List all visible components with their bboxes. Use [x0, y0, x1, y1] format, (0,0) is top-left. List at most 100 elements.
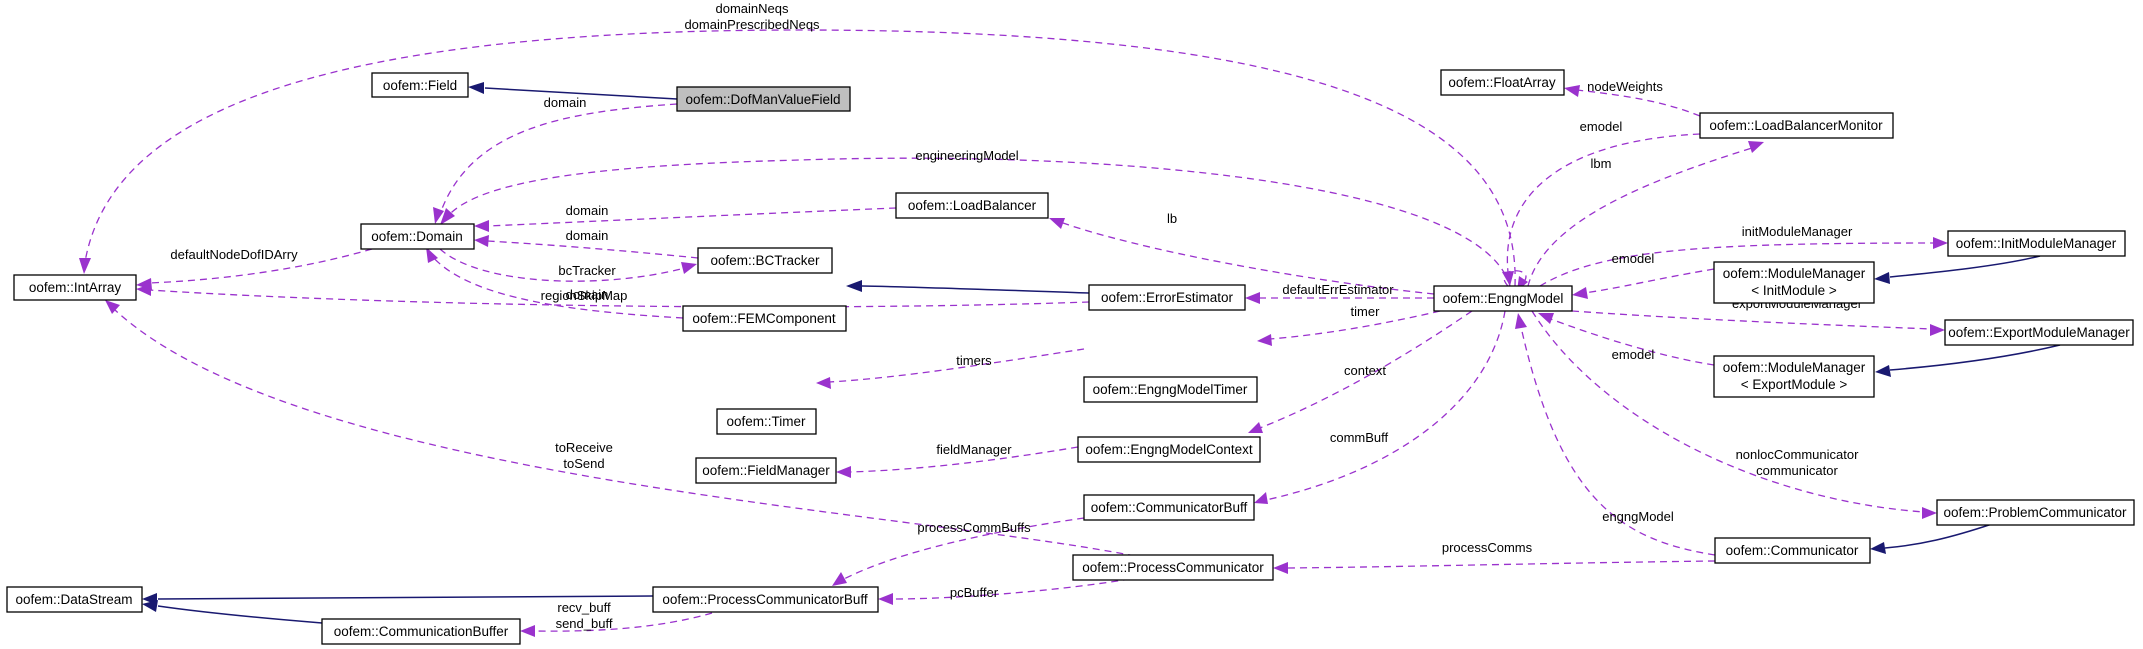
label-domainprescribedneqs: domainPrescribedNeqs — [684, 17, 820, 32]
node-femcomponent[interactable]: oofem::FEMComponent — [682, 305, 847, 332]
node-datastream[interactable]: oofem::DataStream — [6, 586, 143, 613]
label-nodeweights: nodeWeights — [1587, 79, 1663, 94]
label-engineeringmodel: engineeringModel — [915, 148, 1018, 163]
node-label: oofem::FieldManager — [702, 463, 830, 478]
label-send-buff: send_buff — [556, 616, 613, 631]
label-domainneqs: domainNeqs — [716, 1, 789, 16]
arrowhead — [426, 247, 438, 263]
arrowhead — [836, 466, 851, 478]
node-timer[interactable]: oofem::Timer — [716, 408, 817, 435]
node-errorestimator[interactable]: oofem::ErrorEstimator — [1088, 284, 1246, 311]
node-modulemanager-initmodule[interactable]: oofem::ModuleManager < InitModule > — [1713, 261, 1875, 304]
arrowhead — [105, 300, 120, 314]
arrowhead — [846, 280, 862, 292]
arrowhead — [1748, 141, 1764, 153]
edge-communicatorbuff-processcommbuff — [841, 517, 1085, 581]
arrowhead — [878, 593, 893, 605]
edge-domain-bctracker — [439, 248, 686, 282]
label-lb: lb — [1167, 211, 1177, 226]
node-label: oofem::InitModuleManager — [1956, 236, 2117, 251]
node-fieldmanager[interactable]: oofem::FieldManager — [695, 457, 837, 484]
edge-problemcommunicator-communicator — [1884, 523, 1993, 549]
node-label: oofem::ErrorEstimator — [1101, 290, 1234, 305]
label-timer: timer — [1351, 304, 1381, 319]
label-emodel-lbm: emodel — [1580, 119, 1623, 134]
edge-domain-intarray — [148, 248, 373, 284]
node-floatarray[interactable]: oofem::FloatArray — [1440, 69, 1565, 96]
node-dofmanvaluefield[interactable]: oofem::DofManValueField — [676, 86, 851, 112]
node-modulemanager-exportmodule[interactable]: oofem::ModuleManager < ExportModule > — [1713, 355, 1875, 398]
arrowhead — [1874, 272, 1890, 284]
node-field[interactable]: oofem::Field — [371, 72, 469, 98]
node-exportmodulemanager[interactable]: oofem::ExportModuleManager — [1944, 319, 2134, 346]
label-domain-fem: domain — [566, 287, 609, 302]
edge-engngmodel-intarray-neqs — [84, 29, 1516, 287]
edge-processcommunicator-processcommbuff — [892, 578, 1131, 600]
edge-lbm-floatarray — [1576, 89, 1701, 117]
arrowhead — [520, 625, 535, 637]
node-communicationbuffer[interactable]: oofem::CommunicationBuffer — [321, 618, 521, 645]
arrowhead — [79, 258, 91, 274]
edges — [79, 29, 2061, 637]
node-intarray[interactable]: oofem::IntArray — [13, 274, 137, 301]
node-label: oofem::CommunicationBuffer — [334, 624, 509, 639]
node-bctracker[interactable]: oofem::BCTracker — [697, 247, 833, 274]
label-toreceive: toReceive — [555, 440, 613, 455]
edge-communicator-processcommunicator — [1285, 560, 1716, 569]
node-label: oofem::DataStream — [15, 592, 132, 607]
label-nonloccommunicator: nonlocCommunicator — [1736, 447, 1860, 462]
arrowhead — [1933, 237, 1948, 249]
edge-engngmodel-communicatorbuff — [1265, 310, 1506, 501]
edge-engngmodelcontext-fieldmanager — [848, 446, 1079, 473]
node-label: oofem::BCTracker — [710, 253, 820, 268]
arrowhead — [1049, 218, 1065, 229]
node-label: oofem::ModuleManager — [1723, 360, 1866, 375]
node-label: oofem::ProblemCommunicator — [1943, 505, 2127, 520]
node-communicator[interactable]: oofem::Communicator — [1714, 537, 1871, 564]
arrowhead — [1930, 324, 1945, 336]
edge-engngmodel-exportmodulemanager — [1571, 310, 1933, 330]
edge-bctracker-domain — [486, 240, 699, 259]
edge-dofmanvaluefield-domain — [439, 103, 678, 215]
arrowhead — [136, 284, 151, 296]
label-regionskipmap: regionSkipMap — [541, 288, 628, 303]
arrowhead — [1564, 85, 1580, 97]
node-label: oofem::IntArray — [29, 280, 122, 295]
node-label: oofem::DofManValueField — [685, 92, 840, 107]
node-communicatorbuff[interactable]: oofem::CommunicatorBuff — [1083, 494, 1255, 521]
label-fieldmanager: fieldManager — [936, 442, 1012, 457]
node-loadbalancer[interactable]: oofem::LoadBalancer — [895, 192, 1049, 219]
arrowhead — [1245, 292, 1260, 304]
node-initmodulemanager[interactable]: oofem::InitModuleManager — [1947, 230, 2126, 257]
arrowhead — [142, 600, 158, 612]
label-processcommbuffs: processCommBuffs — [917, 520, 1031, 535]
node-engngmodeltimer[interactable]: oofem::EngngModelTimer — [1083, 376, 1258, 403]
node-engngmodelcontext[interactable]: oofem::EngngModelContext — [1077, 436, 1261, 463]
edge-labels: domain domainNeqs domainPrescribedNeqs e… — [170, 1, 1862, 631]
edge-engngmodel-domain — [447, 157, 1511, 287]
node-engngmodel[interactable]: oofem::EngngModel — [1433, 285, 1573, 312]
node-domain[interactable]: oofem::Domain — [360, 223, 475, 250]
edge-communicationbuffer-datastream — [157, 605, 323, 624]
node-label: oofem::LoadBalancer — [908, 198, 1037, 213]
label-context: context — [1344, 363, 1386, 378]
node-processcommunicatorbuff[interactable]: oofem::ProcessCommunicatorBuff — [652, 586, 879, 613]
edge-modulemanager-init-engngmodel — [1583, 268, 1715, 294]
arrowhead — [832, 572, 847, 586]
label-commbuff: commBuff — [1330, 430, 1389, 445]
edge-femcomponent-domain — [431, 255, 684, 319]
arrowhead — [1502, 271, 1514, 286]
node-processcommunicator[interactable]: oofem::ProcessCommunicator — [1072, 554, 1274, 581]
label-bctracker: bcTracker — [558, 263, 616, 278]
arrowhead — [1254, 492, 1268, 504]
node-loadbalancermonitor[interactable]: oofem::LoadBalancerMonitor — [1699, 112, 1894, 139]
node-problemcommunicator[interactable]: oofem::ProblemCommunicator — [1936, 499, 2135, 526]
edge-communicator-engngmodel — [1520, 326, 1716, 556]
node-label: oofem::ExportModuleManager — [1948, 325, 2130, 340]
node-label: oofem::Communicator — [1726, 543, 1859, 558]
node-label: oofem::ProcessCommunicator — [1082, 560, 1264, 575]
edge-exportmodulemanager-modulemanager — [1889, 344, 2061, 371]
nodes: oofem::DofManValueField oofem::Field oof… — [6, 69, 2135, 645]
node-label: oofem::Field — [383, 78, 457, 93]
edge-engngmodel-lbm — [1527, 147, 1753, 287]
